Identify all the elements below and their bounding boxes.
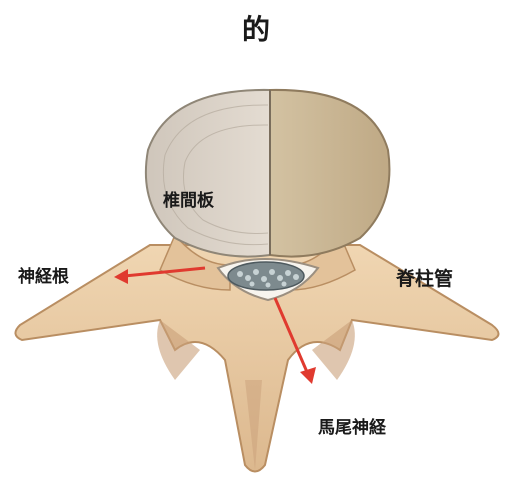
spinal-canal-label: 脊柱管 — [396, 264, 453, 291]
nerve-root-label: 神経根 — [18, 262, 69, 287]
cauda-equina-label: 馬尾神経 — [318, 413, 386, 438]
intervertebral-disc-right — [270, 90, 389, 257]
diagram-title: 的 — [242, 8, 270, 48]
intervertebral-disc-left — [146, 90, 270, 257]
disc-label: 椎間板 — [163, 186, 214, 211]
